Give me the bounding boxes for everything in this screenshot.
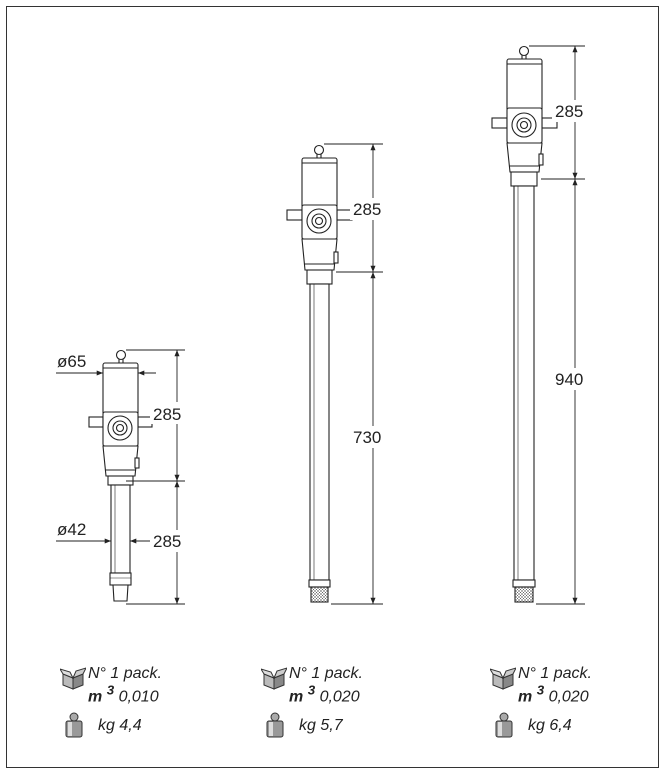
weight-icon [495,712,513,738]
pack-unit: m [289,688,304,706]
pack-info-medium: N° 1 pack. m 3 0,020 [289,665,363,705]
pack-info-short: N° 1 pack. m 3 0,010 [88,665,162,705]
dim-medium-lower: 730 [353,428,381,447]
dim-short-lower: 285 [153,532,181,551]
pack-unit-exp: 3 [307,683,316,698]
pack-info-long: N° 1 pack. m 3 0,020 [518,665,592,705]
pack-label: N° 1 pack. [289,665,363,682]
package-icon [60,667,86,690]
weight-icon [266,712,284,738]
dim-long-upper: 285 [555,102,583,121]
weight-long: kg 6,4 [528,717,572,734]
pack-unit-exp: 3 [536,683,545,698]
dim-short-upper: 285 [153,405,181,424]
pack-label: N° 1 pack. [88,665,162,682]
weight-short: kg 4,4 [98,717,142,734]
package-icon [490,667,516,690]
pack-unit: m [88,688,103,706]
pump-medium [286,144,353,603]
dim-diameter-top: ø65 [57,352,86,371]
dim-diameter-tube: ø42 [57,520,86,539]
pack-volume: 0,020 [548,688,589,706]
pump-short [88,349,153,602]
weight-medium: kg 5,7 [299,717,343,734]
pack-unit: m [518,688,533,706]
pump-long [491,45,558,603]
pack-volume: 0,010 [118,688,159,706]
package-icon [261,667,287,690]
pack-unit-exp: 3 [106,683,115,698]
dim-medium-upper: 285 [353,200,381,219]
dim-long-lower: 940 [555,370,583,389]
pack-label: N° 1 pack. [518,665,592,682]
weight-icon [65,712,83,738]
pack-volume: 0,020 [319,688,360,706]
